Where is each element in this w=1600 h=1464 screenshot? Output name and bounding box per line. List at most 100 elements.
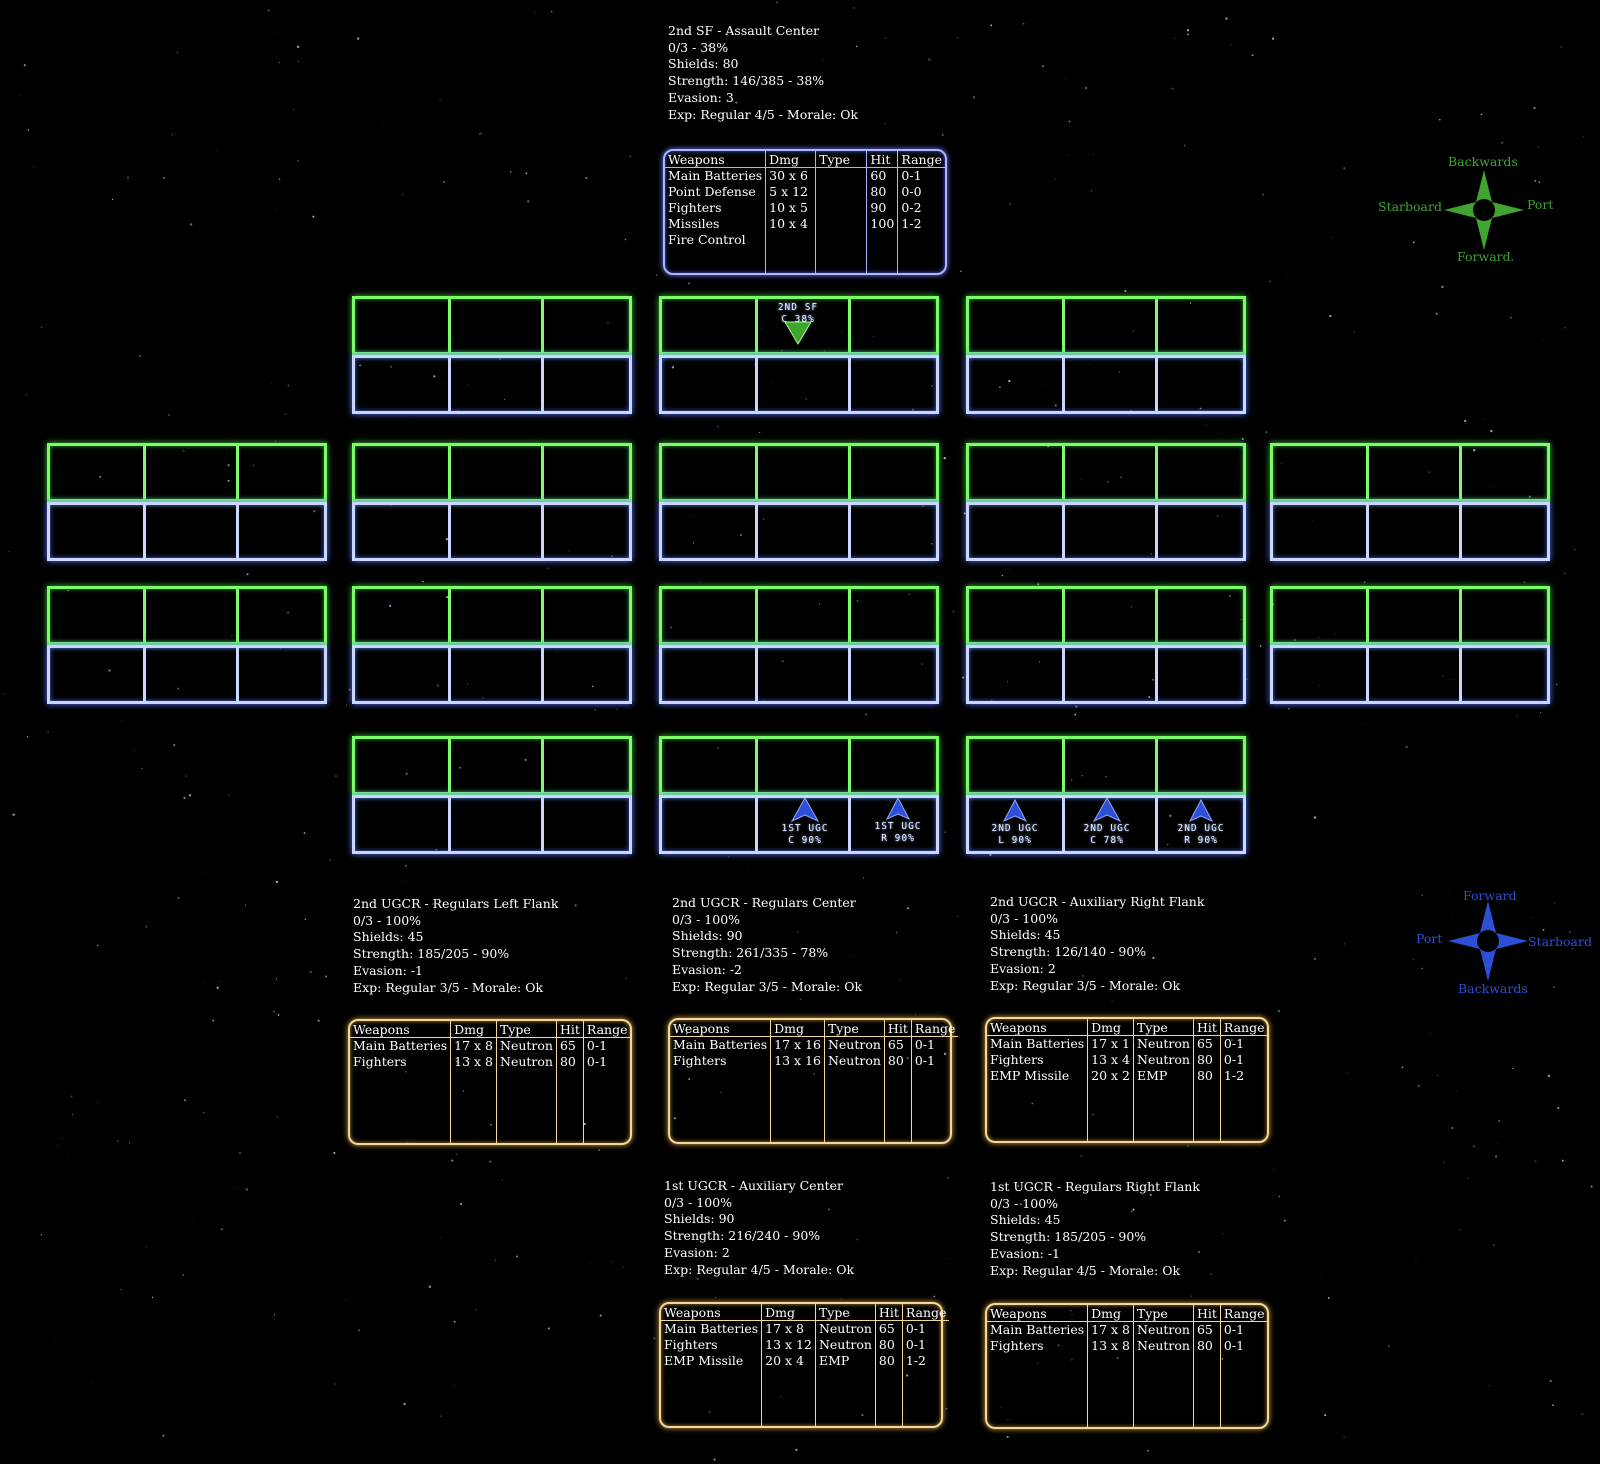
unit-marker-1st-ugc-c[interactable]: 1st UGC C 90% <box>765 797 845 847</box>
grid-cell[interactable] <box>1273 648 1366 701</box>
grid-cell[interactable] <box>355 358 448 411</box>
grid-cell[interactable] <box>448 589 544 642</box>
grid-cell[interactable] <box>662 798 755 851</box>
unit-marker-enemy-2nd-sf[interactable]: 2nd SF C 38% <box>758 302 838 346</box>
grid-cell[interactable] <box>969 358 1062 411</box>
grid-cell[interactable] <box>448 739 544 792</box>
grid-cell[interactable] <box>1273 446 1366 499</box>
grid-cell[interactable] <box>1062 299 1158 352</box>
grid-cell[interactable] <box>541 739 637 792</box>
grid-cell[interactable] <box>969 589 1062 642</box>
grid-cell[interactable] <box>448 299 544 352</box>
grid-cell[interactable] <box>848 798 944 851</box>
grid-cell[interactable] <box>969 299 1062 352</box>
grid-cell[interactable] <box>1366 446 1462 499</box>
grid-cell[interactable] <box>1155 648 1251 701</box>
grid-cell[interactable] <box>1366 589 1462 642</box>
grid-cell[interactable] <box>1062 589 1158 642</box>
grid-cell[interactable] <box>448 446 544 499</box>
grid-cell[interactable] <box>1459 589 1555 642</box>
grid-cell[interactable] <box>848 589 944 642</box>
grid-cell[interactable] <box>969 505 1062 558</box>
grid-cell[interactable] <box>541 505 637 558</box>
grid-cell[interactable] <box>448 358 544 411</box>
grid-cell[interactable] <box>755 798 851 851</box>
grid-cell[interactable] <box>755 589 851 642</box>
grid-cell[interactable] <box>50 505 143 558</box>
grid-cell[interactable] <box>1062 798 1158 851</box>
grid-cell[interactable] <box>848 299 944 352</box>
grid-cell[interactable] <box>236 648 332 701</box>
grid-cell[interactable] <box>755 446 851 499</box>
grid-cell[interactable] <box>755 648 851 701</box>
grid-cell[interactable] <box>1155 358 1251 411</box>
grid-cell[interactable] <box>1155 505 1251 558</box>
grid-cell[interactable] <box>236 505 332 558</box>
grid-cell[interactable] <box>969 739 1062 792</box>
unit-marker-1st-ugc-r[interactable]: 1st UGC R 90% <box>858 797 938 845</box>
grid-cell[interactable] <box>448 648 544 701</box>
grid-cell[interactable] <box>662 446 755 499</box>
grid-cell[interactable] <box>355 798 448 851</box>
grid-cell[interactable] <box>541 798 637 851</box>
grid-cell[interactable] <box>1155 446 1251 499</box>
grid-cell[interactable] <box>1062 446 1158 499</box>
grid-cell[interactable] <box>1062 505 1158 558</box>
grid-cell[interactable] <box>1273 589 1366 642</box>
grid-cell[interactable] <box>1155 739 1251 792</box>
grid-cell[interactable] <box>969 446 1062 499</box>
grid-cell[interactable] <box>143 446 239 499</box>
grid-cell[interactable] <box>848 739 944 792</box>
grid-cell[interactable] <box>1155 798 1251 851</box>
grid-cell[interactable] <box>1366 505 1462 558</box>
grid-cell[interactable] <box>848 358 944 411</box>
grid-cell[interactable] <box>662 358 755 411</box>
grid-cell[interactable] <box>355 739 448 792</box>
grid-cell[interactable] <box>355 446 448 499</box>
grid-cell[interactable] <box>1062 648 1158 701</box>
grid-cell[interactable] <box>1459 505 1555 558</box>
grid-cell[interactable] <box>236 589 332 642</box>
unit-marker-2nd-ugc-c[interactable]: 2nd UGC C 78% <box>1067 797 1147 847</box>
grid-cell[interactable] <box>50 589 143 642</box>
grid-cell[interactable] <box>662 739 755 792</box>
grid-cell[interactable] <box>1273 505 1366 558</box>
grid-cell[interactable] <box>1155 299 1251 352</box>
grid-cell[interactable] <box>1459 648 1555 701</box>
grid-cell[interactable] <box>662 589 755 642</box>
grid-cell[interactable] <box>848 648 944 701</box>
grid-cell[interactable] <box>1366 648 1462 701</box>
grid-cell[interactable] <box>662 299 755 352</box>
unit-marker-2nd-ugc-l[interactable]: 2nd UGC L 90% <box>975 799 1055 847</box>
grid-cell[interactable] <box>50 648 143 701</box>
grid-cell[interactable] <box>1062 739 1158 792</box>
grid-cell[interactable] <box>1062 358 1158 411</box>
grid-cell[interactable] <box>355 299 448 352</box>
grid-cell[interactable] <box>848 505 944 558</box>
grid-cell[interactable] <box>541 358 637 411</box>
grid-cell[interactable] <box>848 446 944 499</box>
grid-cell[interactable] <box>355 648 448 701</box>
grid-cell[interactable] <box>662 505 755 558</box>
grid-cell[interactable] <box>969 648 1062 701</box>
grid-cell[interactable] <box>236 446 332 499</box>
grid-cell[interactable] <box>143 589 239 642</box>
grid-cell[interactable] <box>355 505 448 558</box>
unit-marker-2nd-ugc-r[interactable]: 2nd UGC R 90% <box>1161 799 1241 847</box>
grid-cell[interactable] <box>662 648 755 701</box>
grid-cell[interactable] <box>448 505 544 558</box>
grid-cell[interactable] <box>143 648 239 701</box>
grid-cell[interactable] <box>1155 589 1251 642</box>
grid-cell[interactable] <box>541 589 637 642</box>
grid-cell[interactable] <box>755 505 851 558</box>
grid-cell[interactable] <box>755 299 851 352</box>
grid-cell[interactable] <box>50 446 143 499</box>
grid-cell[interactable] <box>755 739 851 792</box>
grid-cell[interactable] <box>541 299 637 352</box>
grid-cell[interactable] <box>1459 446 1555 499</box>
grid-cell[interactable] <box>755 358 851 411</box>
grid-cell[interactable] <box>448 798 544 851</box>
grid-cell[interactable] <box>541 648 637 701</box>
grid-cell[interactable] <box>143 505 239 558</box>
grid-cell[interactable] <box>355 589 448 642</box>
